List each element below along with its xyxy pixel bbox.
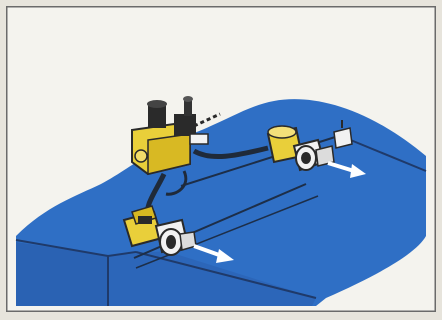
illustration-frame (6, 6, 436, 312)
spray-system-illustration (6, 6, 436, 312)
